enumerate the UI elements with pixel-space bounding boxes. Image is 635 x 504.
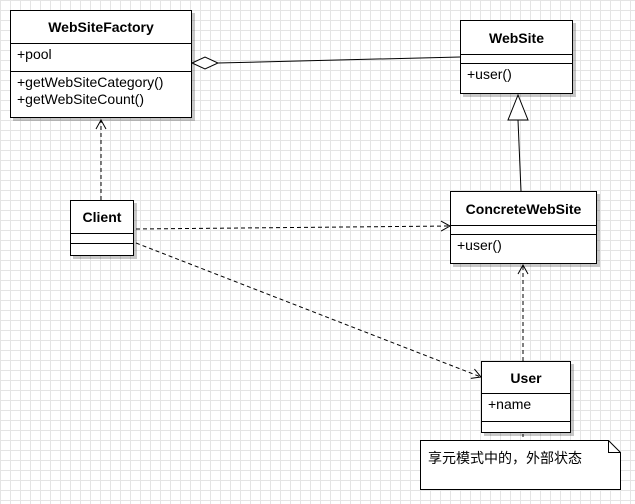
dependency-client-concrete [135, 220, 452, 232]
class-website-factory[interactable]: WebSiteFactory +pool +getWebSiteCategory… [10, 10, 192, 118]
attribute: +pool [17, 46, 52, 62]
attributes-compartment: +name [482, 394, 570, 422]
aggregation-diamond [190, 56, 220, 70]
class-client[interactable]: Client [70, 200, 134, 256]
aggregation-line [217, 56, 461, 64]
class-name: Client [71, 201, 133, 234]
generalization-line [517, 119, 522, 192]
note-shape [420, 440, 621, 490]
note-text: 享元模式中的，外部状态 [428, 451, 582, 467]
attributes-compartment: +pool [11, 44, 191, 72]
class-name: ConcreteWebSite [451, 192, 596, 226]
method: +getWebSiteCount() [17, 91, 144, 107]
methods-compartment: +user() [461, 64, 572, 85]
methods-compartment: +getWebSiteCategory() +getWebSiteCount() [11, 72, 191, 110]
attributes-compartment [71, 234, 133, 244]
attributes-compartment [451, 226, 596, 235]
class-name: WebSiteFactory [11, 11, 191, 44]
class-website[interactable]: WebSite +user() [460, 20, 573, 94]
note[interactable]: 享元模式中的，外部状态 [420, 440, 621, 490]
methods-compartment: +user() [451, 235, 596, 256]
class-concrete-website[interactable]: ConcreteWebSite +user() [450, 191, 597, 264]
attributes-compartment [461, 55, 572, 64]
class-user[interactable]: User +name [481, 361, 571, 433]
dependency-client-user [135, 242, 482, 379]
method: +user() [467, 66, 512, 82]
generalization-triangle [507, 93, 529, 121]
class-name: WebSite [461, 21, 572, 55]
class-name: User [482, 362, 570, 394]
attribute: +name [488, 396, 532, 412]
method: +getWebSiteCategory() [17, 74, 164, 90]
method: +user() [457, 237, 502, 253]
